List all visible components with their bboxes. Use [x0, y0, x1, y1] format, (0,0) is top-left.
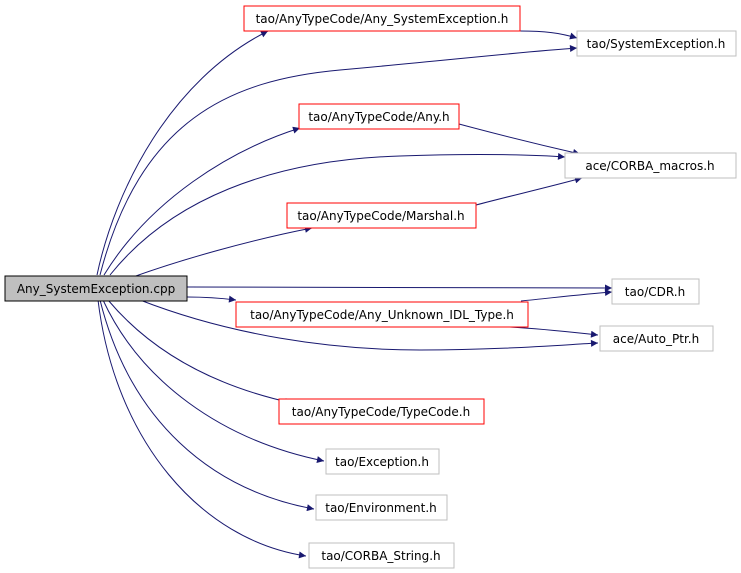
edge-marshal-h-to-corba-macros-h [475, 176, 583, 206]
edge-any-unknown-idl-type-h-to-auto-ptr-h [509, 326, 599, 338]
node-box [4, 275, 188, 302]
node-box [564, 152, 737, 179]
node-box [576, 30, 737, 57]
node-tao-anytypecode-typecode-h[interactable]: tao/AnyTypeCode/TypeCode.h [278, 398, 485, 425]
node-label: ace/Auto_Ptr.h [613, 332, 699, 346]
dependency-edges [96, 30, 613, 559]
node-box [599, 325, 714, 352]
node-ace-corba-macros-h[interactable]: ace/CORBA_macros.h [564, 152, 737, 179]
edge-root-to-cdr-h [186, 284, 613, 292]
node-label: tao/AnyTypeCode/Any_SystemException.h [256, 12, 509, 26]
node-tao-anytypecode-any-unknown-idl-type-h[interactable]: tao/AnyTypeCode/Any_Unknown_IDL_Type.h [235, 301, 529, 328]
node-tao-environment-h[interactable]: tao/Environment.h [315, 494, 448, 521]
node-box [325, 448, 440, 475]
edge-root-to-typecode-h [107, 299, 293, 405]
edge-root-to-corba-string-h [97, 299, 307, 559]
edge-root-to-auto-ptr-h [139, 299, 599, 351]
node-box [315, 494, 448, 521]
node-box [286, 202, 477, 229]
edge-any-h-to-corba-macros-h [458, 123, 581, 156]
node-tao-anytypecode-any-systemexception-h[interactable]: tao/AnyTypeCode/Any_SystemException.h [243, 5, 521, 32]
edge-root-to-any-systemexception-h [96, 30, 269, 276]
node-ace-auto-ptr-h[interactable]: ace/Auto_Ptr.h [599, 325, 714, 352]
header-nodes: Any_SystemException.cpp tao/AnyTypeCode/… [4, 5, 737, 569]
node-label: tao/SystemException.h [587, 37, 726, 51]
edge-root-to-systemexception-h [99, 44, 578, 276]
edge-root-to-any-h [103, 126, 301, 276]
node-box [235, 301, 529, 328]
node-label: Any_SystemException.cpp [17, 282, 175, 296]
node-label: tao/AnyTypeCode/Any.h [308, 110, 449, 124]
edge-root-to-any-unknown-idl-type-h [186, 295, 237, 303]
node-box [611, 278, 700, 305]
edge-root-to-environment-h [99, 299, 315, 512]
edge-root-to-corba-macros-h [109, 152, 566, 276]
node-label: tao/AnyTypeCode/TypeCode.h [292, 405, 470, 419]
node-label: ace/CORBA_macros.h [585, 159, 714, 173]
node-label: tao/CORBA_String.h [321, 549, 440, 563]
node-tao-anytypecode-marshal-h[interactable]: tao/AnyTypeCode/Marshal.h [286, 202, 477, 229]
node-tao-anytypecode-any-h[interactable]: tao/AnyTypeCode/Any.h [298, 103, 460, 130]
node-label: tao/AnyTypeCode/Any_Unknown_IDL_Type.h [250, 308, 514, 322]
node-box [243, 5, 521, 32]
node-box [278, 398, 485, 425]
node-box [298, 103, 460, 130]
node-label: tao/Exception.h [335, 455, 429, 469]
edge-any-unknown-idl-type-h-to-cdr-h [520, 289, 613, 302]
node-label: tao/AnyTypeCode/Marshal.h [297, 209, 464, 223]
edge-any-systemexception-h-to-systemexception-h [519, 30, 578, 40]
node-tao-exception-h[interactable]: tao/Exception.h [325, 448, 440, 475]
edge-root-to-exception-h [102, 299, 325, 464]
node-box [308, 542, 455, 569]
node-label: tao/Environment.h [325, 501, 437, 515]
edge-root-to-marshal-h [132, 225, 313, 278]
node-tao-corba-string-h[interactable]: tao/CORBA_String.h [308, 542, 455, 569]
node-any-systemexception-cpp[interactable]: Any_SystemException.cpp [4, 275, 188, 302]
node-label: tao/CDR.h [625, 285, 685, 299]
node-tao-systemexception-h[interactable]: tao/SystemException.h [576, 30, 737, 57]
node-tao-cdr-h[interactable]: tao/CDR.h [611, 278, 700, 305]
